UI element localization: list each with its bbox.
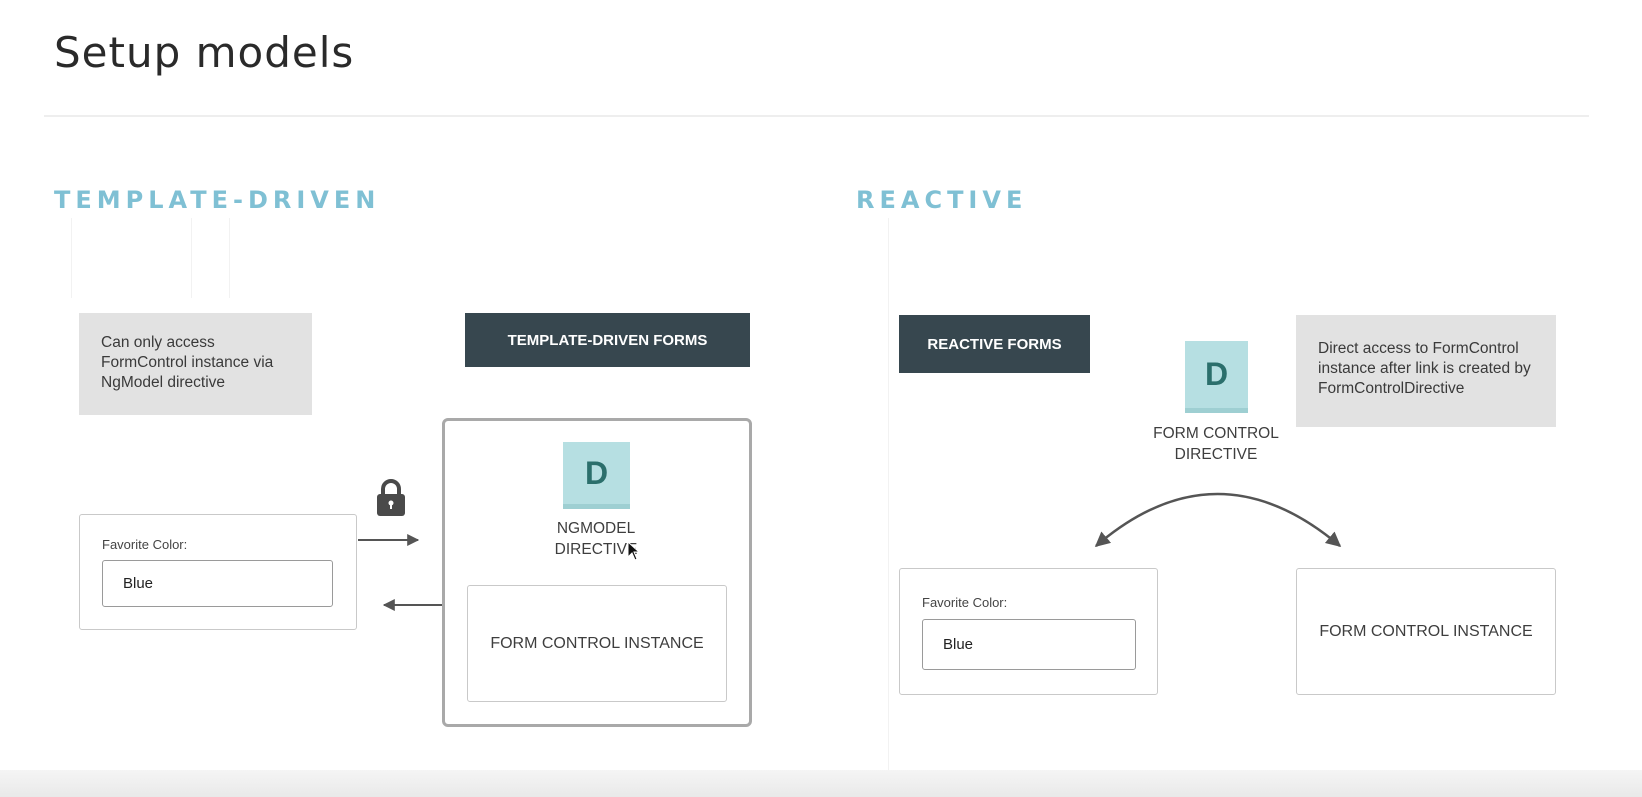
note-line: FormControl instance via (101, 354, 274, 371)
slide-title: Setup models (54, 28, 355, 77)
form-card: Favorite Color: Blue (79, 514, 357, 630)
field-label: Favorite Color: (102, 537, 188, 552)
form-control-instance-box: FORM CONTROL INSTANCE (467, 585, 727, 702)
favorite-color-input[interactable]: Blue (102, 560, 333, 607)
form-card: Favorite Color: Blue (899, 568, 1158, 695)
form-control-instance-box: FORM CONTROL INSTANCE (1296, 568, 1556, 695)
reactive-note: Direct access to FormControl instance af… (1296, 315, 1556, 427)
mouse-cursor-icon (627, 540, 641, 561)
template-driven-forms-banner: TEMPLATE-DRIVEN FORMS (465, 313, 750, 367)
guide-line (71, 218, 72, 298)
bidirectional-arrow (1094, 492, 1342, 547)
directive-icon: D (1185, 341, 1248, 413)
guide-line (229, 218, 230, 298)
guide-line (191, 218, 192, 298)
caption-line: FORM CONTROL (1153, 425, 1279, 442)
directive-icon: D (563, 442, 630, 509)
favorite-color-input[interactable]: Blue (922, 619, 1136, 670)
template-driven-note: Can only access FormControl instance via… (79, 313, 312, 415)
reactive-forms-banner: REACTIVE FORMS (899, 315, 1090, 373)
note-line: Direct access to FormControl (1318, 340, 1519, 357)
field-label: Favorite Color: (922, 595, 1008, 610)
template-driven-heading: TEMPLATE-DRIVEN (54, 186, 381, 214)
form-control-directive-caption: FORM CONTROL DIRECTIVE (1136, 423, 1296, 465)
caption-line: DIRECTIVE (1174, 446, 1258, 463)
caption-line: DIRECTIVE (554, 541, 638, 558)
footer-band (0, 770, 1642, 797)
note-line: FormControlDirective (1318, 380, 1465, 397)
title-divider (44, 115, 1589, 117)
reactive-heading: REACTIVE (856, 186, 1028, 214)
lock-icon (374, 477, 408, 517)
caption-line: NGMODEL (556, 520, 636, 537)
guide-line (888, 218, 889, 778)
note-line: NgModel directive (101, 374, 226, 391)
ngmodel-directive-caption: NGMODEL DIRECTIVE (516, 518, 676, 560)
note-line: Can only access (101, 334, 215, 351)
note-line: instance after link is created by (1318, 360, 1531, 377)
